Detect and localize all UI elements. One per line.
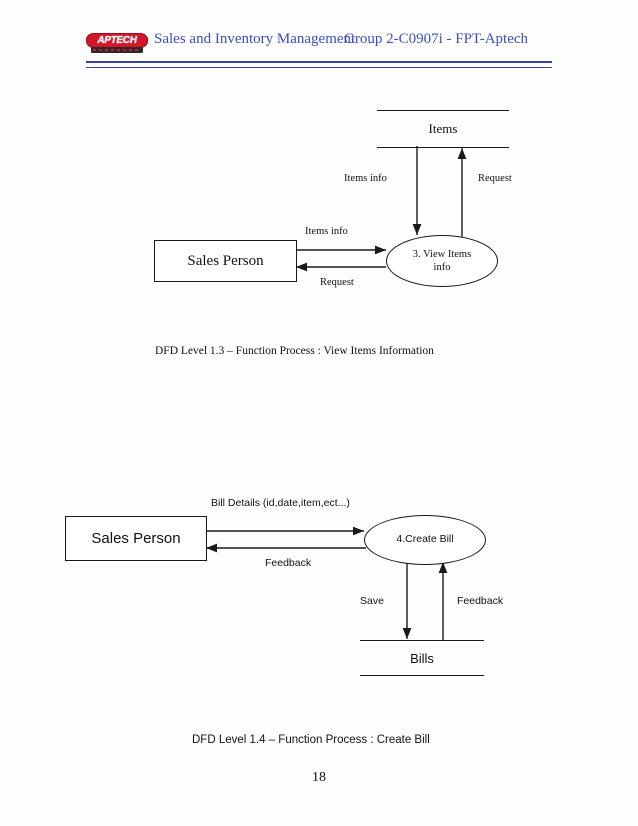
entity-sales-person-2: Sales Person <box>65 516 207 561</box>
datastore-items: Items <box>377 110 509 148</box>
process-view-items-info-label: 3. View Items info <box>413 248 471 274</box>
page-number: 18 <box>312 770 326 785</box>
flow-label-process-to-entity: Request <box>320 277 354 288</box>
process-line-1: 3. View Items <box>412 248 472 260</box>
datastore-bills: Bills <box>360 640 484 676</box>
datastore-bills-label: Bills <box>410 650 434 666</box>
flow-label-store-to-process: Items info <box>344 173 387 184</box>
logo-underbar <box>91 47 143 53</box>
process-create-bill-label: 4.Create Bill <box>396 533 454 546</box>
process-create-bill: 4.Create Bill <box>364 515 486 565</box>
header-divider <box>86 61 552 68</box>
entity-sales-person-2-label: Sales Person <box>91 530 181 547</box>
diagram-dfd-1-3: Items Sales Person 3. View Items info It… <box>0 0 638 380</box>
header-title: Sales and Inventory Management <box>154 31 356 47</box>
logo-shape <box>86 33 148 48</box>
page-header: APTECH Sales and Inventory Management Gr… <box>86 30 552 60</box>
entity-sales-person: Sales Person <box>154 240 297 282</box>
flow-label-entity-to-process: Items info <box>305 226 348 237</box>
flow-label-feedback-from-store: Feedback <box>457 595 504 607</box>
flow-label-save: Save <box>360 595 384 607</box>
flow-label-process-to-store: Request <box>478 173 512 184</box>
datastore-items-label: Items <box>428 121 458 136</box>
logo-wordmark: APTECH <box>97 35 137 46</box>
process-line-2: info <box>433 262 451 273</box>
caption-dfd-1-3: DFD Level 1.3 – Function Process : View … <box>155 345 434 357</box>
caption-dfd-1-4: DFD Level 1.4 – Function Process : Creat… <box>192 734 430 746</box>
process-view-items-info: 3. View Items info <box>386 235 498 287</box>
entity-sales-person-label: Sales Person <box>187 252 264 269</box>
header-group: Group 2-C0907i - FPT-Aptech <box>344 31 529 47</box>
flow-label-feedback-to-entity: Feedback <box>265 557 312 569</box>
flow-label-bill-details: Bill Details (id,date,item,ect...) <box>211 497 350 509</box>
aptech-logo: APTECH <box>86 33 148 55</box>
